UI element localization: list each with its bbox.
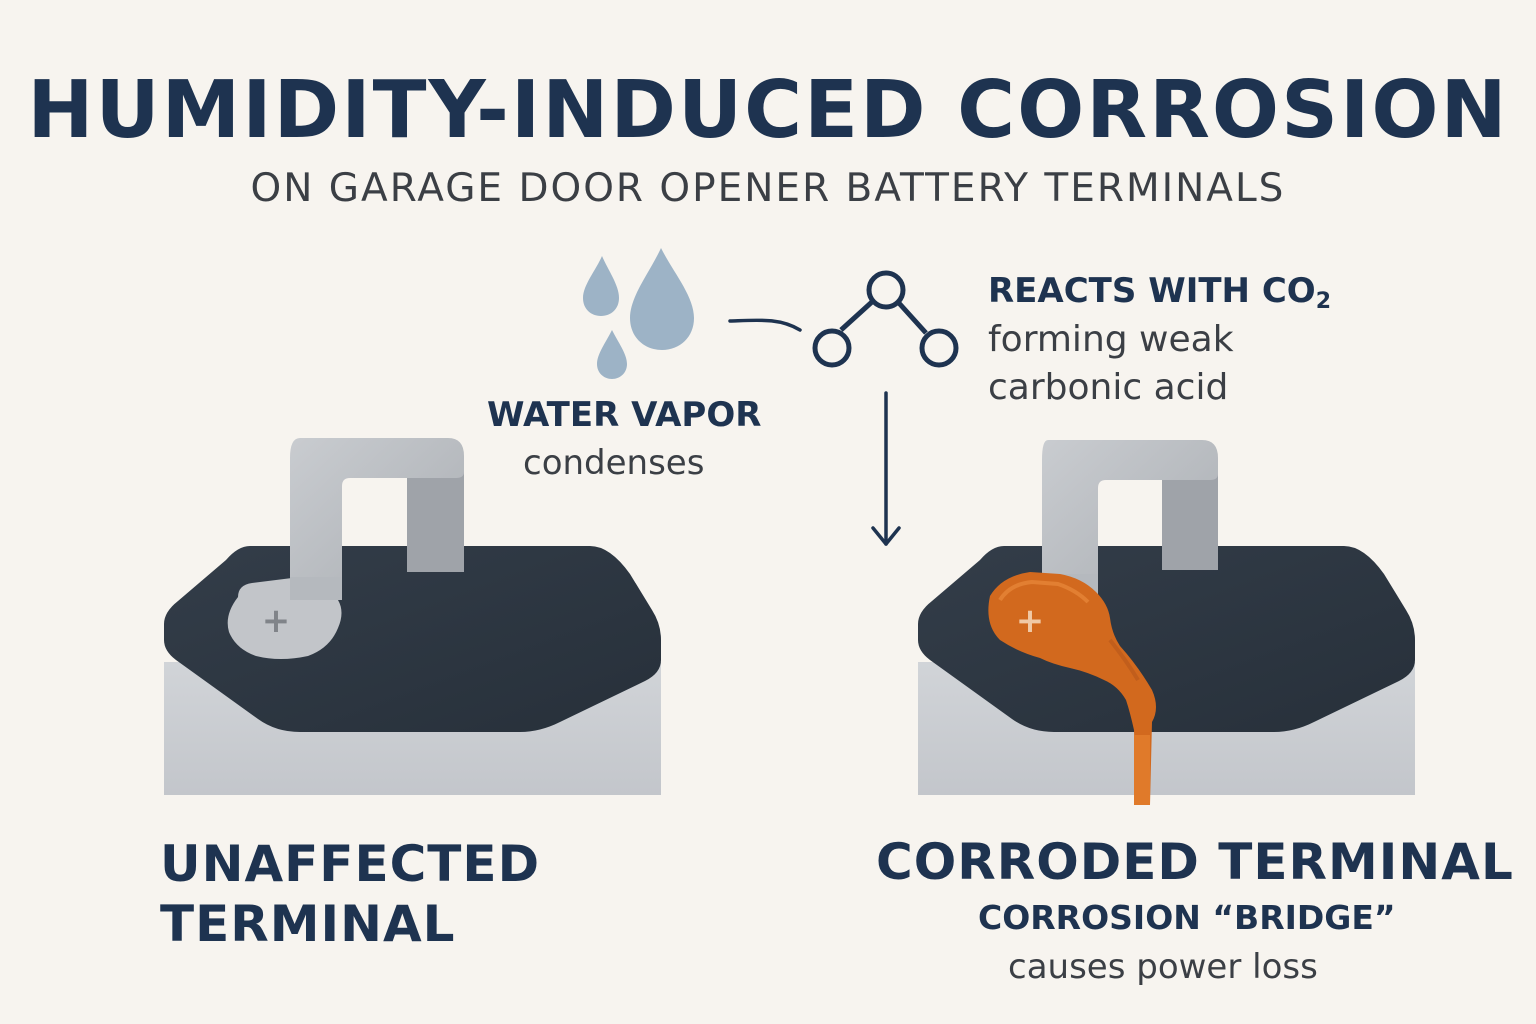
reaction-title-subscript: 2 [1315, 289, 1331, 314]
left-terminal-plus: + [262, 601, 291, 641]
corroded-terminal-label: CORRODED TERMINAL [876, 833, 1514, 891]
power-loss-label: causes power loss [1008, 947, 1318, 987]
right-terminal-plus: + [1016, 601, 1045, 641]
connector-line [728, 318, 802, 332]
right-battery: + [918, 440, 1415, 805]
right-battery-top [918, 546, 1415, 732]
water-vapor-text: condenses [523, 443, 705, 483]
water-vapor-title: WATER VAPOR [487, 395, 762, 435]
water-drops-icon [583, 248, 694, 379]
unaffected-label-line-2: TERMINAL [160, 895, 456, 953]
corrosion-bridge-label: CORROSION “BRIDGE” [978, 898, 1396, 937]
reaction-line-2: carbonic acid [988, 367, 1229, 408]
reaction-title-main: REACTS WITH CO [988, 271, 1316, 311]
reaction-title: REACTS WITH CO2 [988, 270, 1331, 323]
molecule-icon [812, 270, 959, 368]
page-subtitle: ON GARAGE DOOR OPENER BATTERY TERMINALS [250, 166, 1286, 211]
corrosion-bridge: + [988, 572, 1156, 805]
reaction-line-1: forming weak [988, 319, 1234, 360]
unaffected-label-line-1: UNAFFECTED [160, 835, 541, 893]
left-terminal: + [227, 438, 464, 659]
page-title: HUMIDITY-INDUCED CORROSION [27, 64, 1509, 156]
down-arrow-icon [871, 391, 901, 546]
left-battery: + [164, 438, 661, 795]
